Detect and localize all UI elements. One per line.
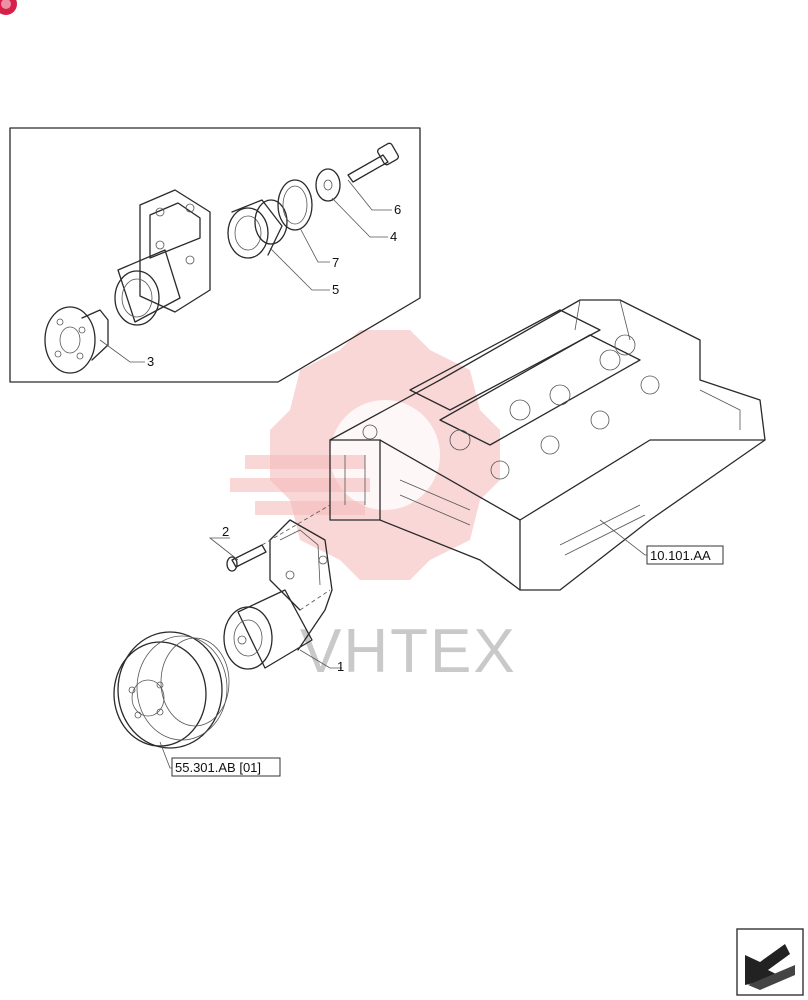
ref-pulley-label: 55.301.AB [01] bbox=[175, 760, 261, 775]
water-pump-body bbox=[223, 519, 333, 670]
callout-6: 6 bbox=[394, 202, 401, 217]
screw bbox=[226, 544, 267, 572]
watermark-gear bbox=[230, 330, 500, 580]
inset-snap-ring bbox=[277, 179, 313, 231]
callout-1: 1 bbox=[337, 659, 344, 674]
watermark-text: VHTEX bbox=[300, 617, 517, 686]
callout-2: 2 bbox=[222, 524, 229, 539]
callout-3: 3 bbox=[147, 354, 154, 369]
inset-housing bbox=[114, 189, 211, 326]
ref-pulley[interactable]: 55.301.AB [01] bbox=[171, 757, 281, 777]
inset-box bbox=[9, 127, 421, 383]
cylinder-head-assembly bbox=[329, 299, 766, 591]
corner-badge-icon bbox=[0, 0, 17, 15]
inset-washer bbox=[315, 168, 341, 202]
callout-7: 7 bbox=[332, 255, 339, 270]
next-arrow-icon[interactable] bbox=[736, 928, 804, 996]
callout-4: 4 bbox=[390, 229, 397, 244]
inset-bearing bbox=[227, 199, 288, 259]
callout-5: 5 bbox=[332, 282, 339, 297]
inset-bolt bbox=[347, 142, 399, 183]
inset-hub-flange bbox=[44, 306, 109, 374]
ref-cylinder-head-label: 10.101.AA bbox=[650, 548, 711, 563]
inset-leaders bbox=[99, 179, 392, 363]
pulley bbox=[113, 631, 230, 749]
ref-cylinder-head[interactable]: 10.101.AA bbox=[646, 545, 724, 565]
